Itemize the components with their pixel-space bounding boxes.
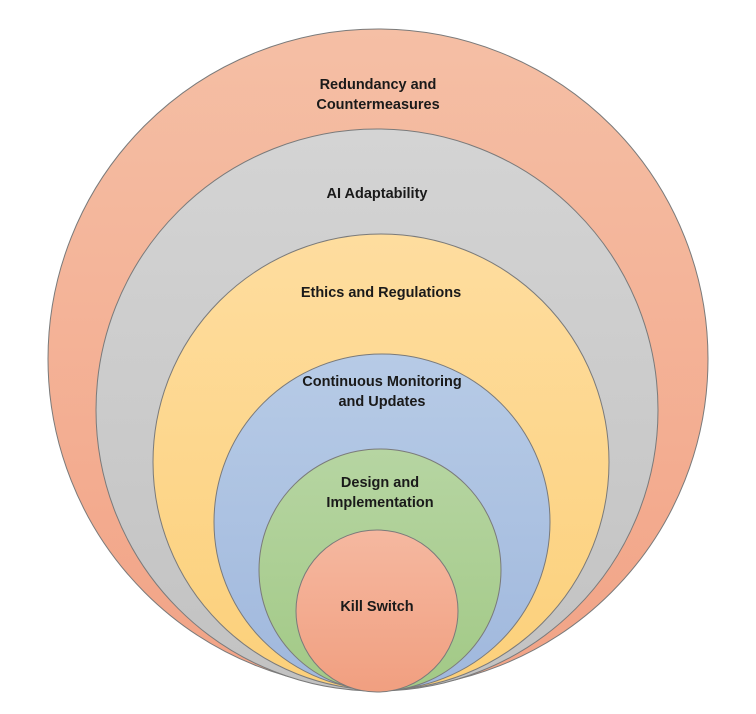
label-monitoring-line-2: and Updates bbox=[338, 394, 425, 410]
label-kill-switch-line-1: Kill Switch bbox=[340, 599, 413, 615]
label-redundancy-line-1: Redundancy and bbox=[320, 77, 437, 93]
label-ai-adaptability: AI Adaptability bbox=[327, 186, 428, 202]
label-ethics: Ethics and Regulations bbox=[301, 285, 461, 301]
label-monitoring-line-1: Continuous Monitoring bbox=[302, 374, 461, 390]
label-design-line-1: Design and bbox=[341, 475, 419, 491]
label-kill-switch: Kill Switch bbox=[340, 599, 413, 615]
label-monitoring: Continuous Monitoring and Updates bbox=[302, 374, 461, 410]
label-ai-adaptability-line-1: AI Adaptability bbox=[327, 186, 428, 202]
ring-kill-switch bbox=[295, 529, 459, 693]
rings-group bbox=[47, 28, 709, 693]
label-design-line-2: Implementation bbox=[326, 495, 433, 511]
label-redundancy-line-2: Countermeasures bbox=[316, 97, 439, 113]
label-ethics-line-1: Ethics and Regulations bbox=[301, 285, 461, 301]
